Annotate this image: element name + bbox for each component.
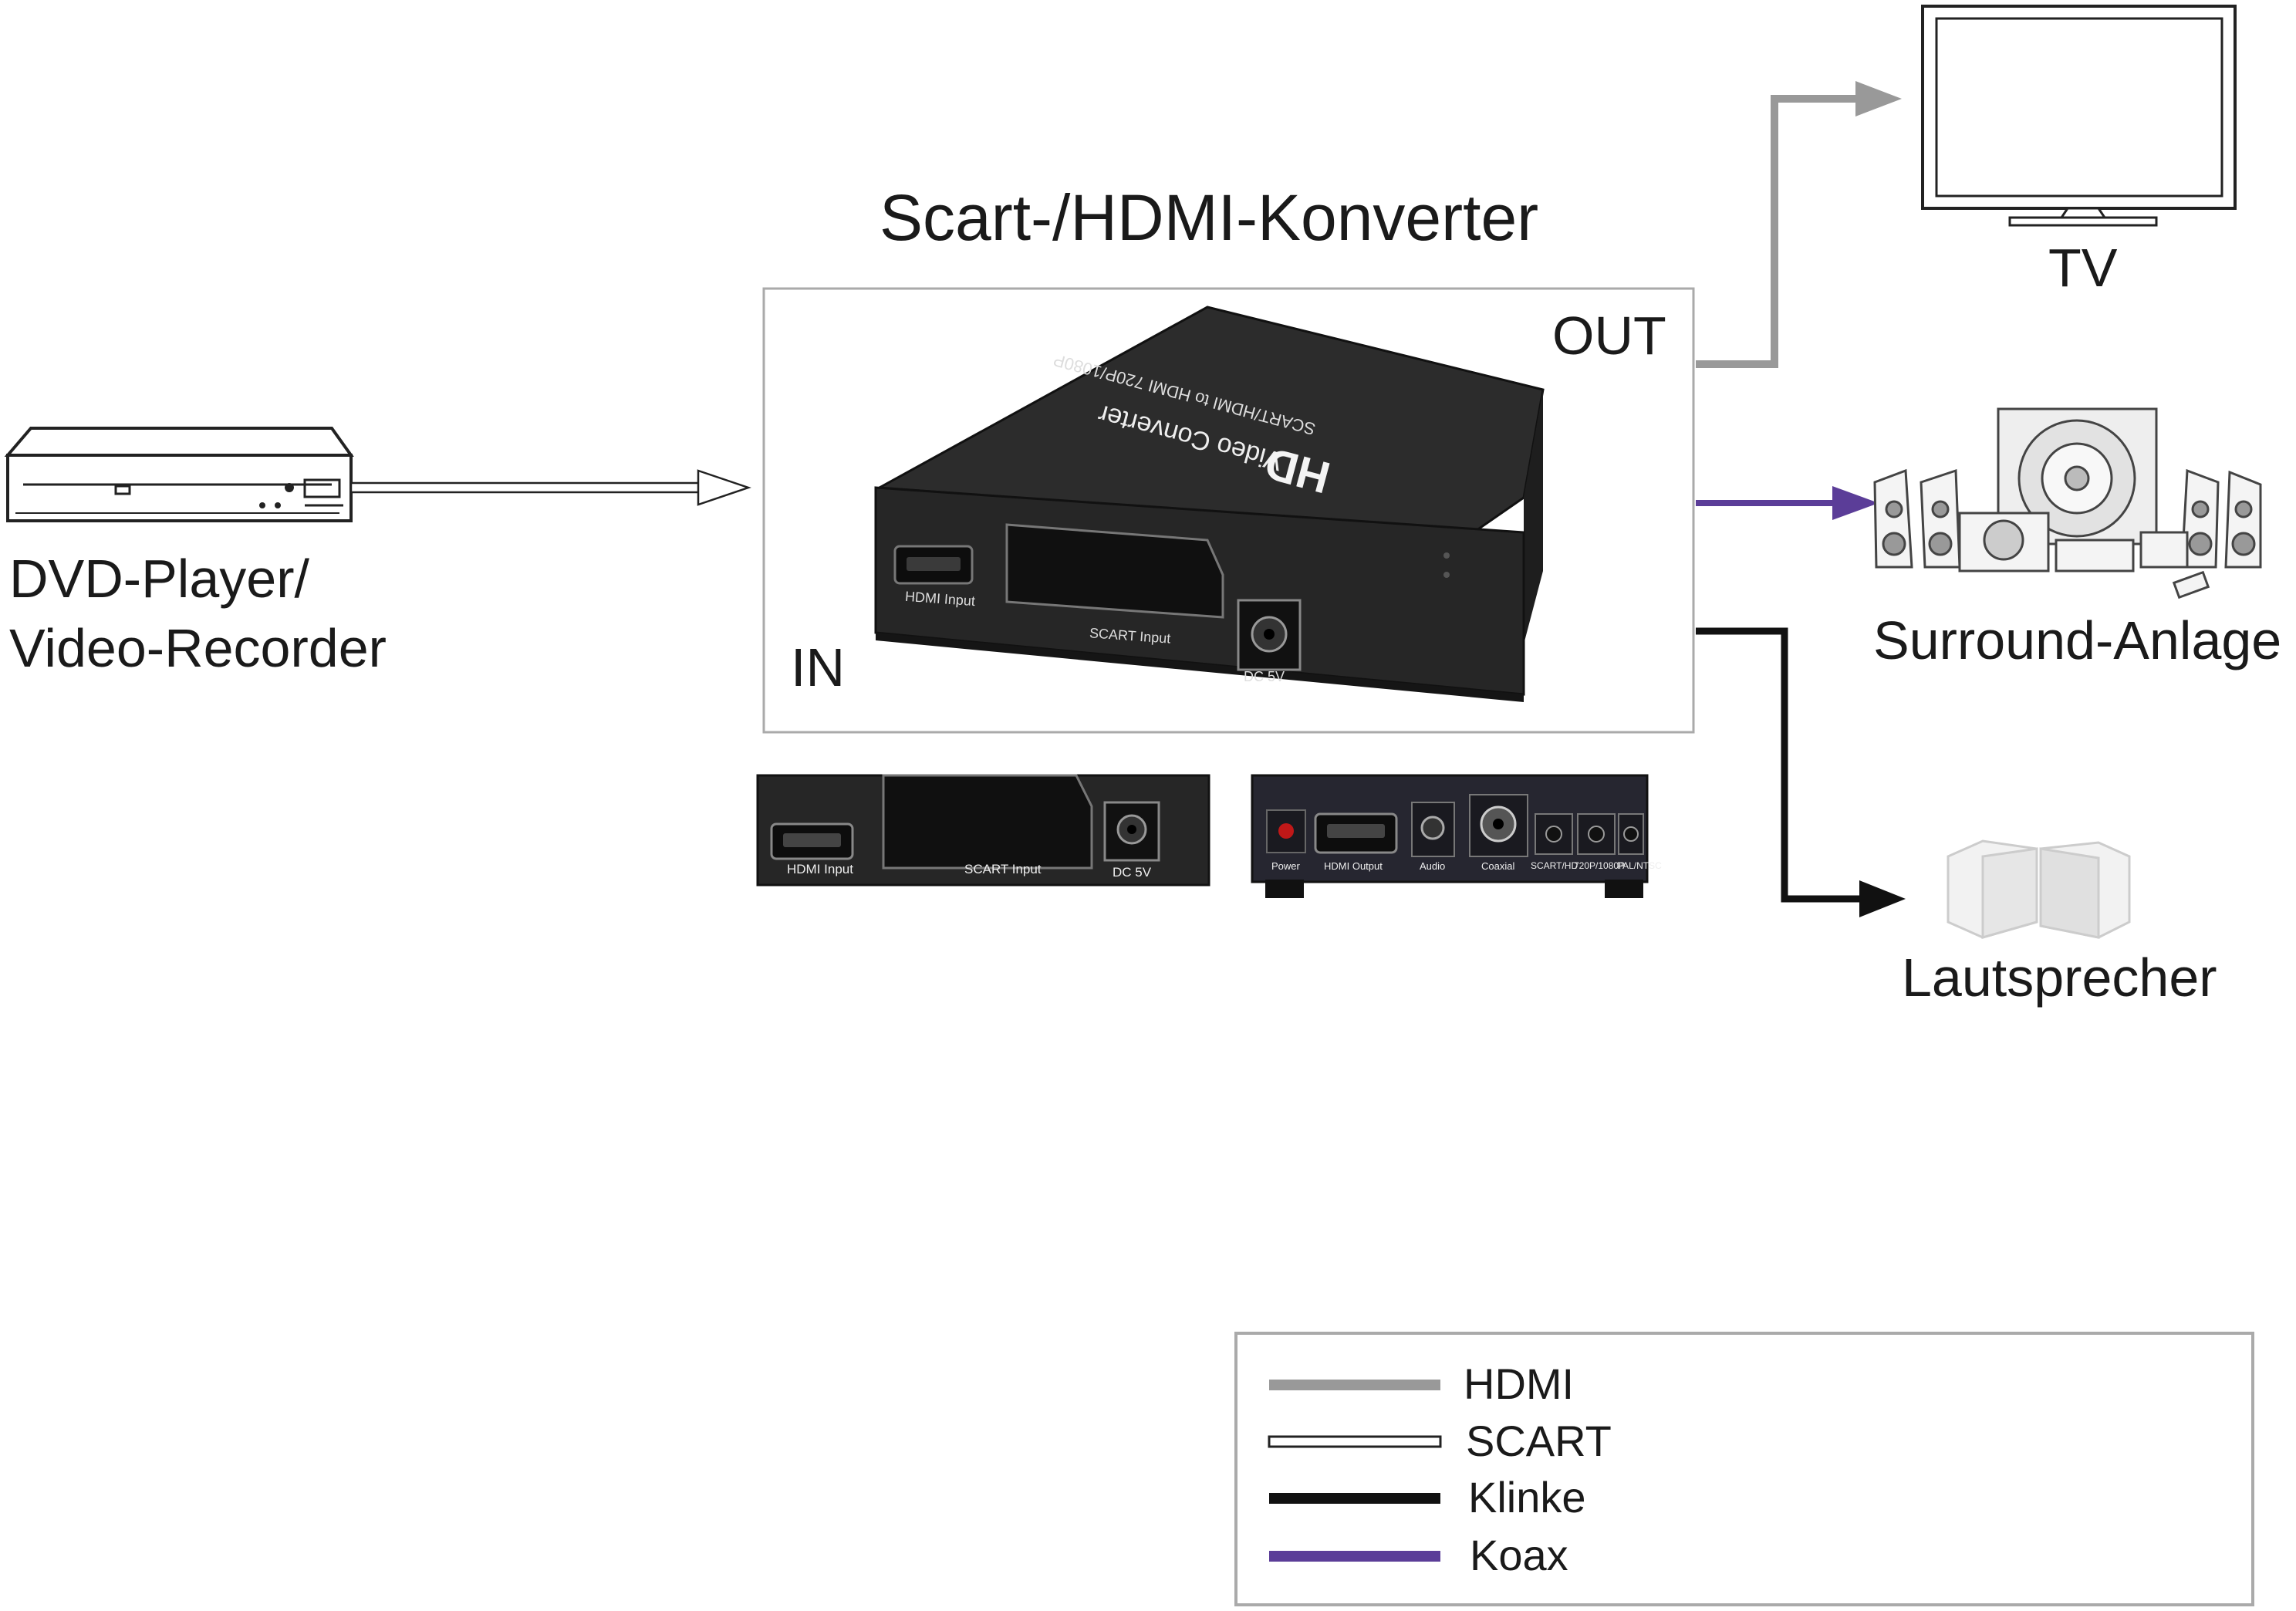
converter-in-label: IN [791,637,845,697]
front-label-dc: DC 5V [1113,865,1152,880]
converter-rear-view [1251,774,1649,898]
hdmi-connection-line [1696,81,1902,368]
front-label-scart-input: SCART Input [964,862,1042,876]
rear-label-pal-ntsc: PAL/NTSC [1617,860,1662,871]
dvd-label-line2: Video-Recorder [9,618,387,678]
speaker-cubes-icon [1947,839,2131,939]
legend-swatch-hdmi [1269,1380,1440,1390]
port-label-dc: DC 5V [1244,669,1285,684]
legend-box [1234,1332,2254,1606]
rear-label-hdmi-output: HDMI Output [1324,860,1383,872]
front-label-hdmi-input: HDMI Input [787,862,853,876]
koax-connection-line [1696,486,1879,520]
converter-device-image [874,306,1545,702]
legend-label-scart: SCART [1466,1417,1612,1465]
legend-swatch-klinke [1269,1493,1440,1504]
diagram-title: Scart-/HDMI-Konverter [880,181,1539,254]
converter-out-label: OUT [1552,306,1666,366]
rear-label-audio: Audio [1420,860,1446,872]
legend-label-hdmi: HDMI [1464,1359,1575,1408]
legend-swatch-scart [1268,1435,1442,1448]
legend-label-koax: Koax [1470,1531,1568,1579]
rear-label-power: Power [1271,860,1300,872]
converter-front-view [756,774,1210,887]
legend-label-klinke: Klinke [1468,1473,1586,1522]
dvd-player-icon [4,427,354,522]
legend-swatch-koax [1269,1551,1440,1562]
tv-label: TV [2048,238,2118,298]
klinke-connection-line [1696,627,1906,917]
surround-label: Surround-Anlage [1873,610,2282,670]
tv-icon [1921,5,2237,227]
speakers-label: Lautsprecher [1902,947,2217,1008]
scart-connection-line [349,469,751,506]
rear-label-resolution: 720P/1080P [1574,860,1626,871]
rear-label-coaxial: Coaxial [1481,860,1515,872]
surround-system-icon [1873,407,2262,599]
dvd-label-line1: DVD-Player/ [9,549,309,609]
rear-label-scart-hd: SCART/HD [1531,860,1578,871]
